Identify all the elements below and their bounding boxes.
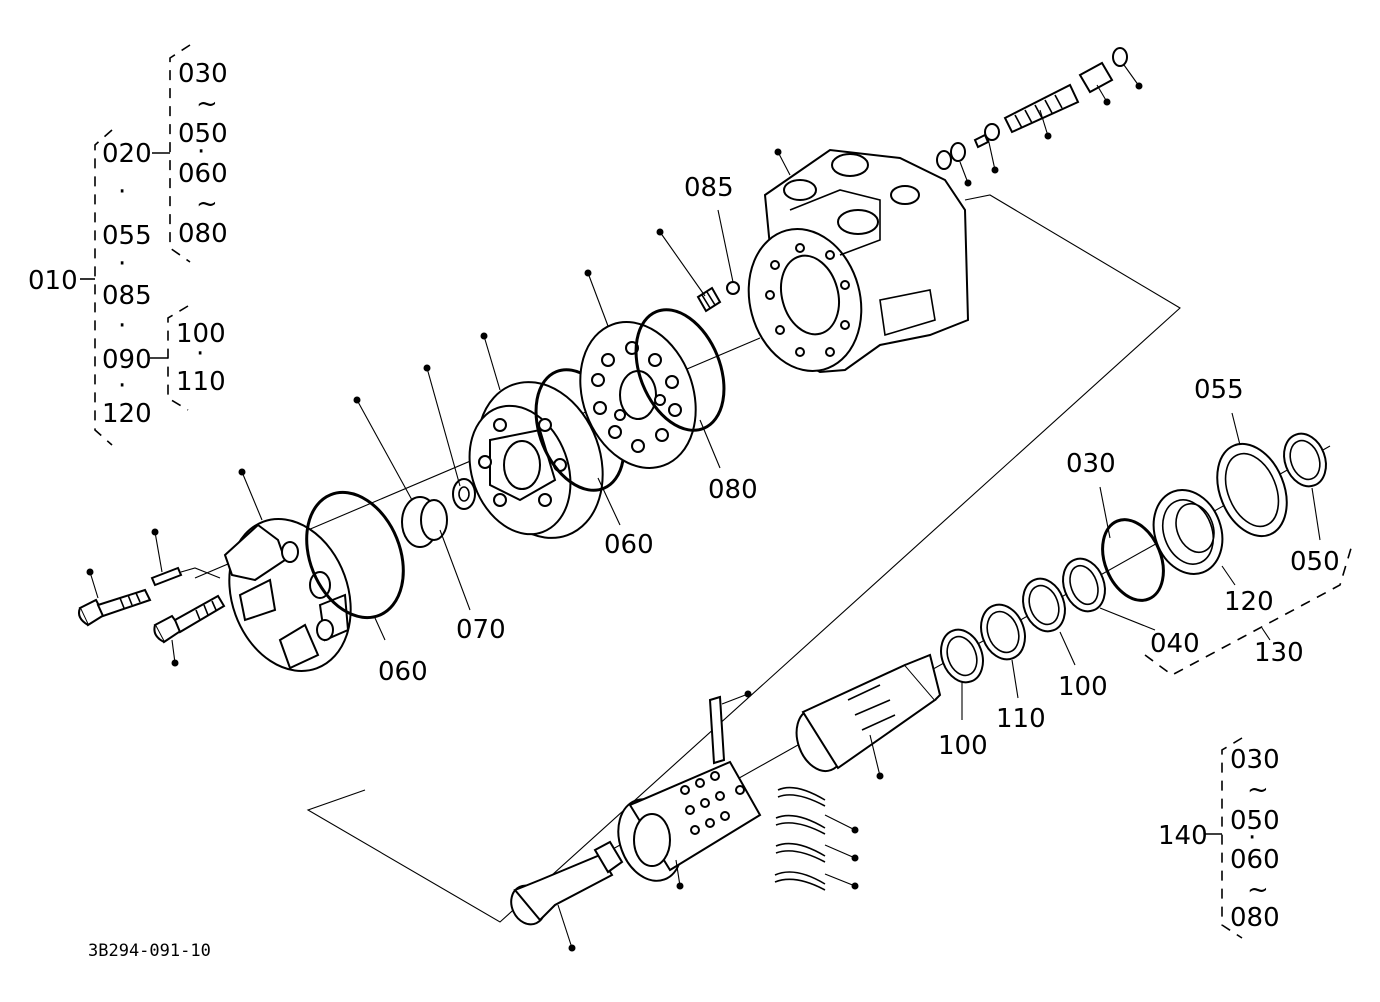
label-dot-sep-2: · [118,249,126,279]
label-020: 020 [102,139,152,169]
label-030-set: 030 [1230,745,1280,775]
valve-housing [747,148,970,374]
label-060-mid: 060 [604,530,654,560]
relief-valve-parts [936,47,1128,170]
bracket-130 [1144,544,1353,676]
centering-springs [774,786,826,891]
label-050: 050 [1290,547,1340,577]
ring-100-a [940,628,984,684]
label-100-right: 100 [1058,672,1108,702]
bracket-140 [1221,737,1243,939]
label-dot-3: · [1248,823,1256,853]
label-010: 010 [28,266,78,296]
spool-sleeve [617,760,762,882]
gerotor [468,381,604,539]
seal-055 [1216,442,1288,538]
end-cap [223,518,352,672]
label-120-group: 120 [102,399,152,429]
label-tilde-4: ~ [1247,875,1269,905]
ring-040 [1062,557,1106,613]
drive-shaft [510,840,624,926]
label-060-group: 060 [178,159,228,189]
inner-spool [795,653,942,772]
cross-pin [708,695,726,765]
label-140: 140 [1158,821,1208,851]
label-120: 120 [1224,587,1274,617]
label-055-group: 055 [102,221,152,251]
label-tilde-2: ~ [196,189,218,219]
label-100-group: 100 [176,319,226,349]
label-dot-2: · [196,339,204,369]
label-085: 085 [684,173,734,203]
label-080: 080 [708,475,758,505]
plate-070 [401,478,476,548]
label-dot-sep-3: · [118,311,126,341]
bolt-long [78,588,152,627]
assembly-outline [306,194,1181,923]
bolt-short [153,594,226,644]
label-080-set: 080 [1230,903,1280,933]
distributor-plate [579,321,697,469]
label-085-group: 085 [102,281,152,311]
label-110-group: 110 [176,367,226,397]
label-030: 030 [1066,449,1116,479]
ring-100-b [1022,577,1066,633]
label-060-left: 060 [378,657,428,687]
o-ring-060-left [305,490,405,620]
label-dot-sep-4: · [118,371,126,401]
label-090: 090 [102,345,152,375]
bracket-group-010 [80,44,191,446]
check-ball-plug [696,281,740,313]
label-tilde-1: ~ [196,89,218,119]
label-tilde-3: ~ [1247,775,1269,805]
label-050-set: 050 [1230,806,1280,836]
ring-110 [980,603,1026,661]
label-070: 070 [456,615,506,645]
label-100-left: 100 [938,731,988,761]
leader-dots [86,82,1143,952]
ring-050 [1283,432,1327,488]
label-055: 055 [1194,375,1244,405]
label-040: 040 [1150,629,1200,659]
label-dot-1: · [197,137,205,167]
label-080-group: 080 [178,219,228,249]
label-050-group: 050 [178,119,228,149]
leader-lines [89,64,1321,949]
label-030-group: 030 [178,59,228,89]
label-dot-sep-1: · [118,177,126,207]
pin-small [150,566,183,587]
label-130: 130 [1254,638,1304,668]
label-060-set: 060 [1230,845,1280,875]
drawing-code: 3B294-091-10 [88,941,211,961]
bushing-120 [1152,489,1224,575]
label-110: 110 [996,704,1046,734]
